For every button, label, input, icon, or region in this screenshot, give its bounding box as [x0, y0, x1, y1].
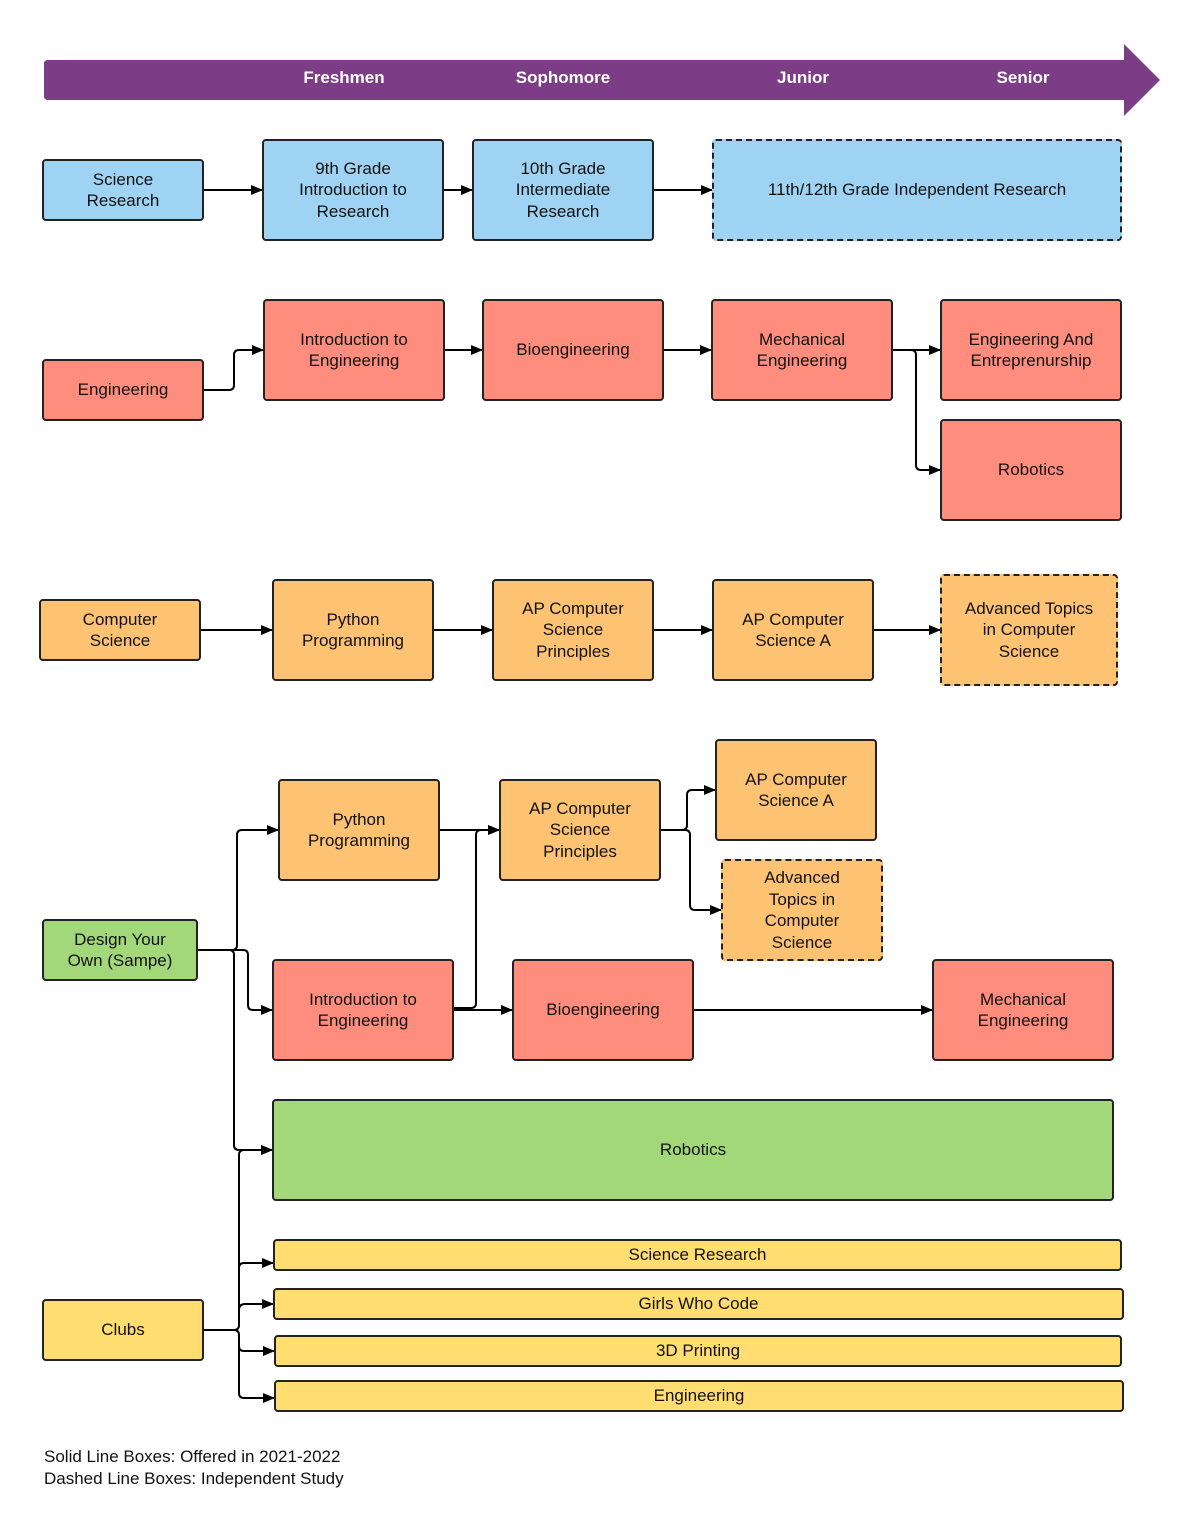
- connector-clubs-to-3d-printing: [203, 1329, 275, 1356]
- dyo-python-box: Python Programming: [278, 779, 440, 881]
- club-engineering-box: Engineering: [274, 1380, 1124, 1412]
- science-research-start-box: Science Research: [42, 159, 204, 221]
- connector-dyo-apcsp-to-apcsa: [660, 785, 716, 831]
- timeline-label-freshmen: Freshmen: [303, 68, 385, 87]
- engineering-start-box: Engineering: [42, 359, 204, 421]
- club-3d-printing-box: 3D Printing: [274, 1335, 1122, 1367]
- connector-clubs-to-robotics: [238, 1145, 273, 1268]
- engineering-entrepreneurship-box: Engineering And Entreprenurship: [940, 299, 1122, 401]
- club-girls-who-code-box: Girls Who Code: [273, 1288, 1124, 1320]
- timeline-label-junior: Junior: [777, 68, 829, 87]
- legend-solid: Solid Line Boxes: Offered in 2021-2022: [44, 1447, 341, 1466]
- computer-science-python-box: Python Programming: [272, 579, 434, 681]
- connector-dyo-to-python: [197, 825, 279, 951]
- connector-dyo-to-robotics: [197, 949, 273, 1155]
- science-research-10th-grade-box: 10th Grade Intermediate Research: [472, 139, 654, 241]
- connector-eng-start-to-intro: [203, 345, 264, 391]
- connector-dyo-intro-to-apcsp: [453, 825, 500, 1009]
- club-science-research-box: Science Research: [273, 1239, 1122, 1271]
- timeline-label-sophomore: Sophomore: [515, 68, 611, 87]
- timeline-label-senior: Senior: [996, 68, 1050, 87]
- engineering-robotics-box: Robotics: [940, 419, 1122, 521]
- dyo-robotics-box: Robotics: [272, 1099, 1114, 1201]
- dyo-apcsa-box: AP Computer Science A: [715, 739, 877, 841]
- computer-science-apcsp-box: AP Computer Science Principles: [492, 579, 654, 681]
- dyo-mechanical-box: Mechanical Engineering: [932, 959, 1114, 1061]
- clubs-start-box: Clubs: [42, 1299, 204, 1361]
- design-your-own-start-box: Design Your Own (Sampe): [42, 919, 198, 981]
- computer-science-start-box: Computer Science: [39, 599, 201, 661]
- dyo-advanced-box: Advanced Topics in Computer Science: [721, 859, 883, 961]
- engineering-mechanical-box: Mechanical Engineering: [711, 299, 893, 401]
- connector-dyo-apcsp-to-advanced: [660, 829, 722, 915]
- connector-clubs-to-girls-who-code: [238, 1299, 274, 1311]
- engineering-intro-box: Introduction to Engineering: [263, 299, 445, 401]
- dyo-apcsp-box: AP Computer Science Principles: [499, 779, 661, 881]
- connector-eng-mech-to-robotics: [892, 349, 941, 475]
- connector-dyo-to-intro-eng: [197, 949, 273, 1015]
- timeline-arrow: [44, 44, 1160, 116]
- dyo-intro-engineering-box: Introduction to Engineering: [272, 959, 454, 1061]
- computer-science-advanced-box: Advanced Topics in Computer Science: [940, 574, 1118, 686]
- connector-clubs-to-science-research: [203, 1258, 274, 1331]
- connector-clubs-to-engineering: [238, 1346, 275, 1403]
- dyo-bioengineering-box: Bioengineering: [512, 959, 694, 1061]
- science-research-9th-grade-box: 9th Grade Introduction to Research: [262, 139, 444, 241]
- computer-science-apcsa-box: AP Computer Science A: [712, 579, 874, 681]
- engineering-bioengineering-box: Bioengineering: [482, 299, 664, 401]
- science-research-independent-box: 11th/12th Grade Independent Research: [712, 139, 1122, 241]
- legend-dashed: Dashed Line Boxes: Independent Study: [44, 1469, 344, 1488]
